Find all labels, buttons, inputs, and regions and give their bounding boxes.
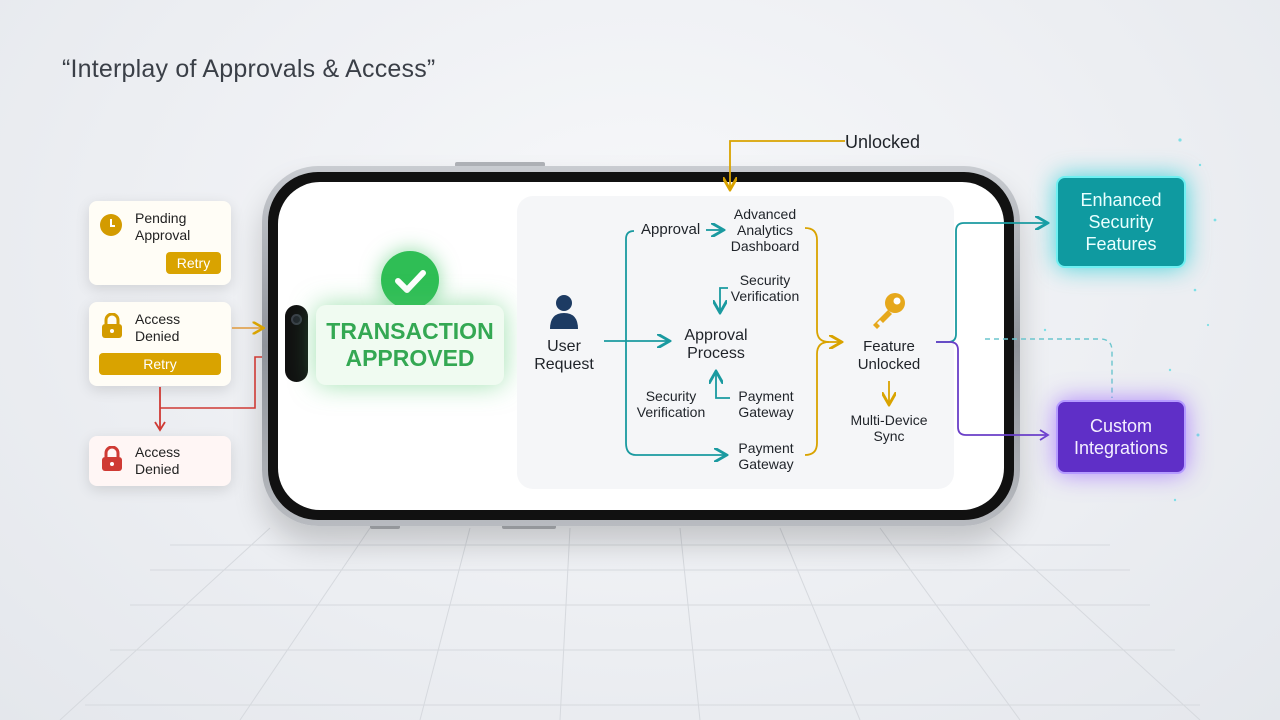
- camera-cutout: [285, 305, 308, 382]
- diagram-title: “Interplay of Approvals & Access”: [62, 55, 436, 83]
- phone-top-button: [455, 162, 545, 167]
- phone-bottom-button: [502, 524, 556, 529]
- lock-icon: [102, 313, 122, 338]
- access-denied-card: Access Denied Retry: [89, 302, 231, 386]
- pending-label-1: Pending: [135, 210, 187, 226]
- pending-approval-card: Pending Approval Retry: [89, 201, 231, 285]
- approved-label: APPROVED: [345, 345, 475, 371]
- denied-label-2: Denied: [135, 328, 180, 344]
- clock-icon: [100, 214, 122, 236]
- approval-label: Approval: [641, 221, 701, 238]
- denied-red-label-1: Access: [135, 444, 181, 460]
- unlocked-label: Unlocked: [845, 132, 921, 152]
- check-icon: [381, 251, 439, 309]
- transaction-label: TRANSACTION: [326, 318, 494, 344]
- access-denied-card-red: Access Denied: [89, 436, 231, 486]
- denied-to-phone-line: [160, 356, 262, 409]
- denied-label-1: Access: [135, 311, 181, 327]
- user-icon: [550, 295, 578, 329]
- denied-red-label-2: Denied: [135, 461, 180, 477]
- key-icon: [873, 293, 905, 329]
- flow-panel: [517, 196, 954, 489]
- pending-label-2: Approval: [135, 227, 191, 243]
- transaction-approved-badge: TRANSACTION APPROVED: [316, 305, 504, 385]
- denied-retry-button[interactable]: Retry: [99, 353, 221, 375]
- unlocked-arrow: [730, 140, 845, 188]
- pending-retry-button[interactable]: Retry: [166, 252, 221, 274]
- lock-icon: [102, 446, 122, 471]
- phone-bottom-button: [370, 524, 400, 529]
